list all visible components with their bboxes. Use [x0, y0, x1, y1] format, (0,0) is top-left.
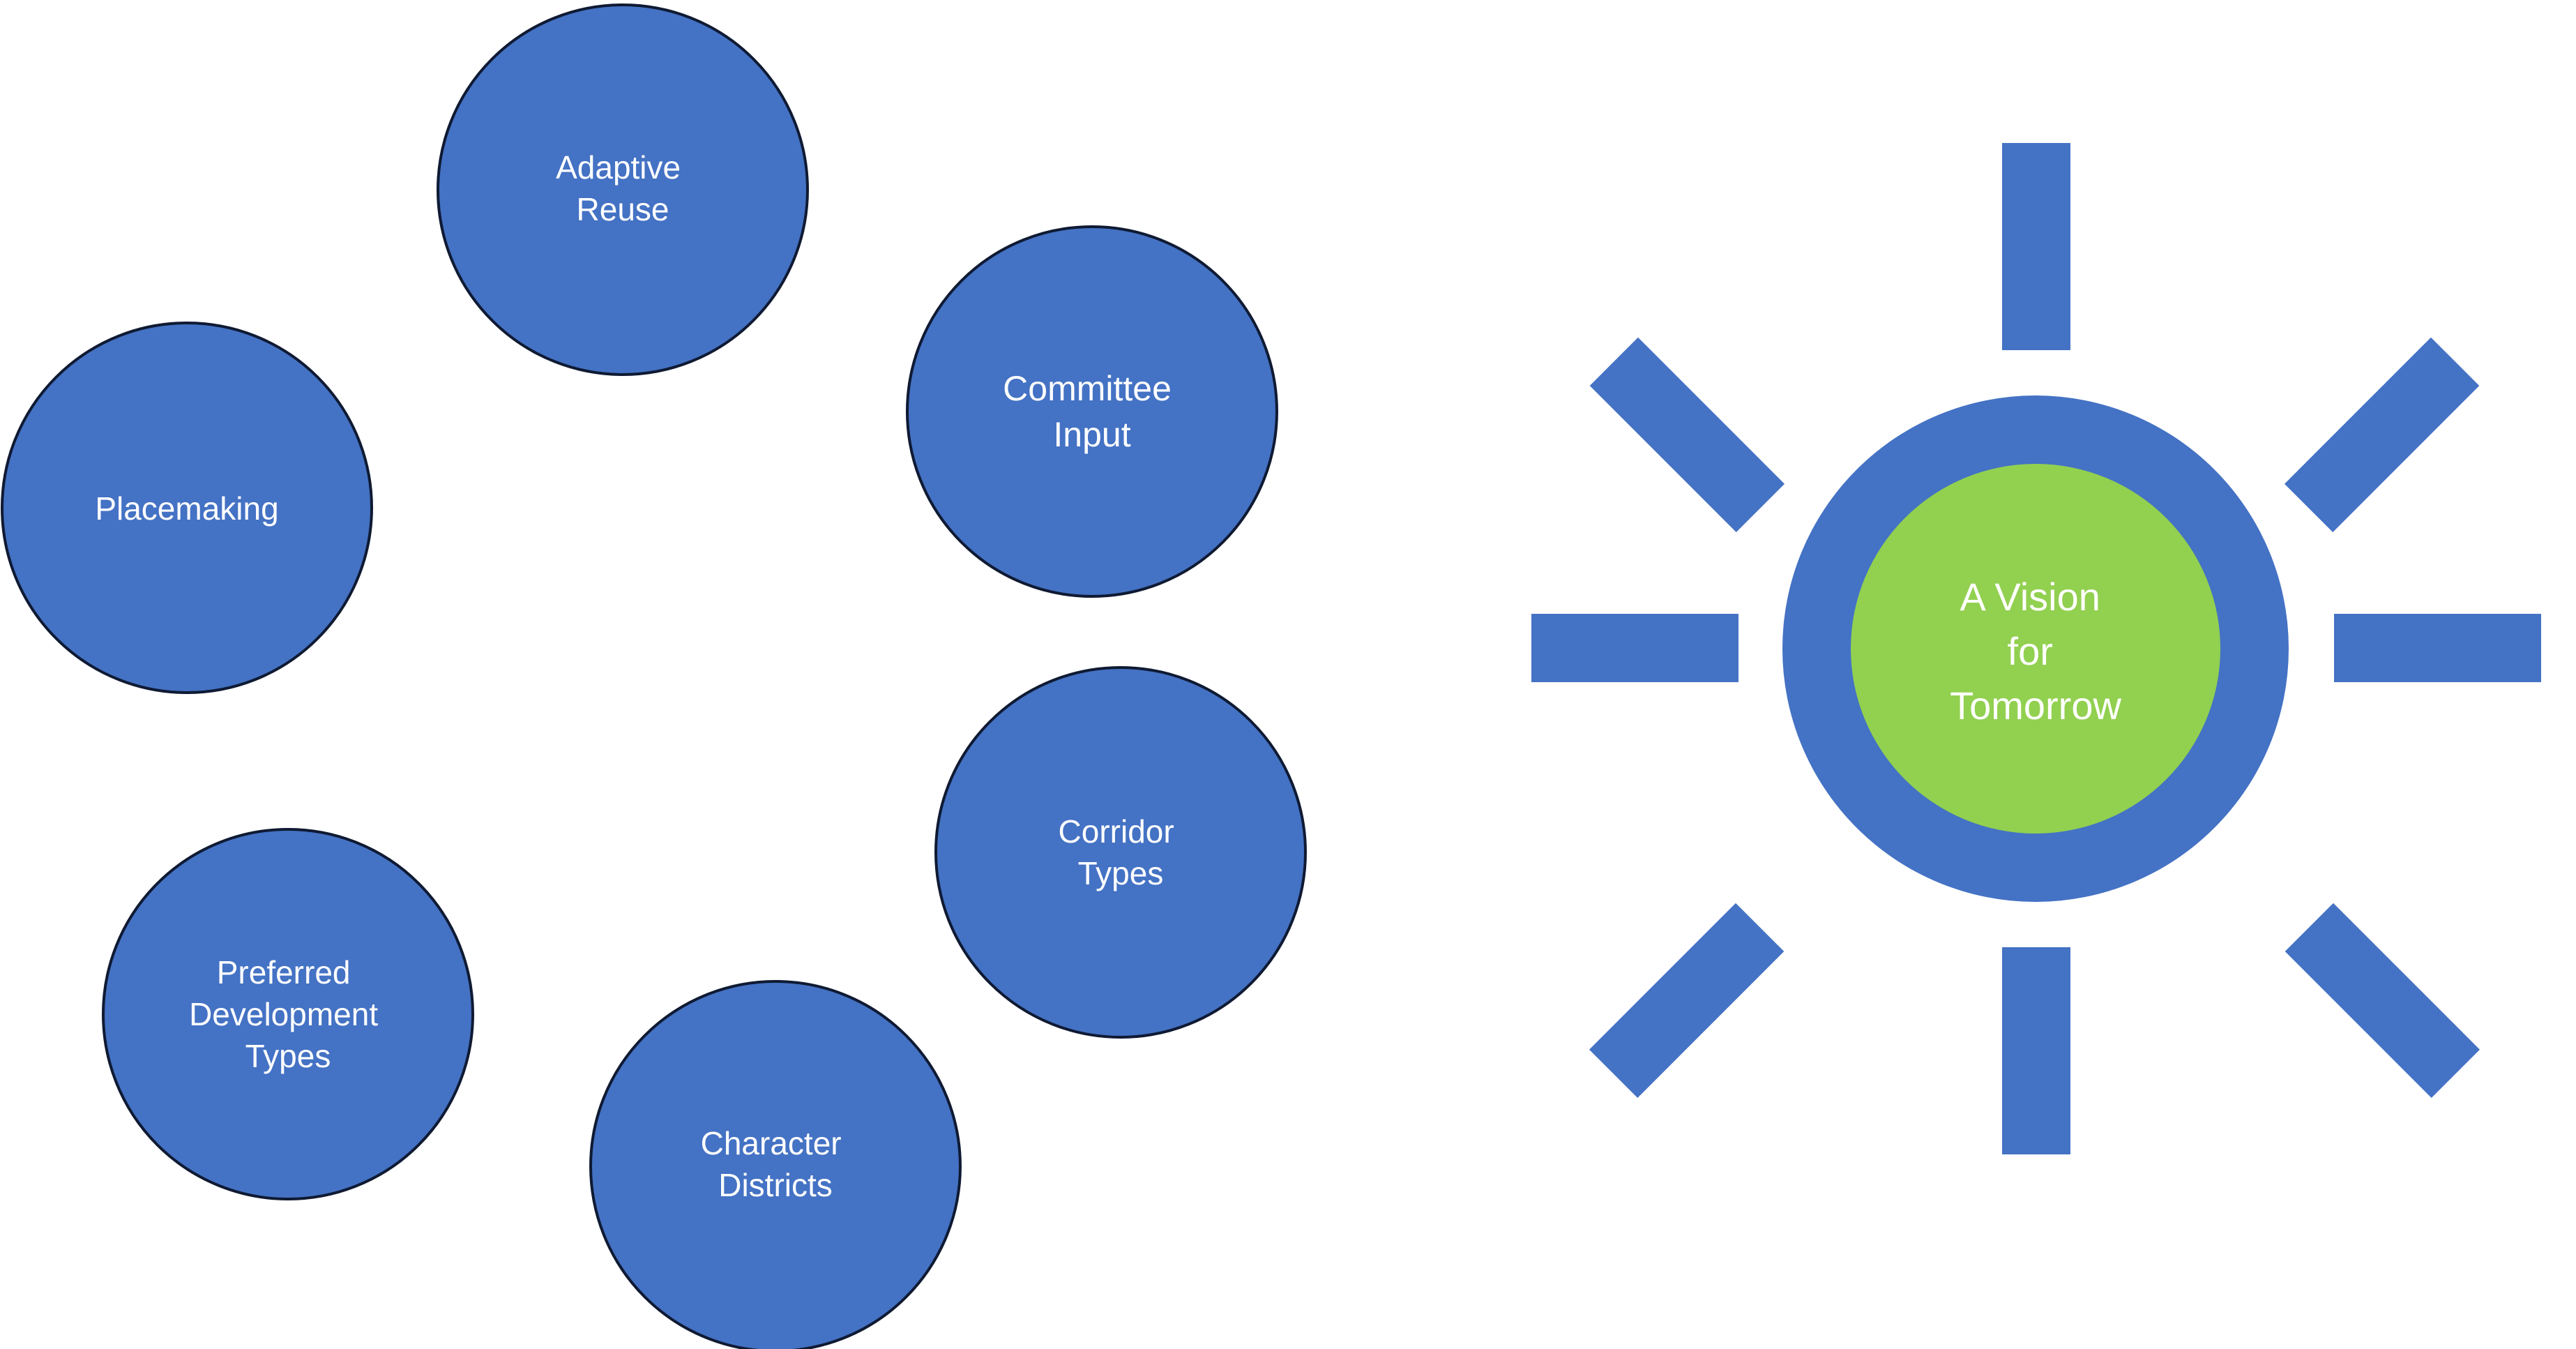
label-line: Input: [1053, 415, 1130, 454]
label-line: A Vision: [1960, 575, 2100, 619]
sun-ray-bottom: [2002, 947, 2070, 1154]
bubble-circle: [102, 828, 474, 1200]
label-line: Types: [245, 1038, 331, 1074]
label-line: Corridor: [1059, 813, 1174, 850]
sun-ray-right: [2334, 614, 2541, 682]
topic-bubble-corridor-types: Corridor Types: [934, 666, 1307, 1039]
sun-ray-top: [2002, 143, 2070, 350]
label-line: Development: [189, 996, 378, 1032]
label-line: Placemaking: [95, 490, 278, 527]
bubble-label: Corridor Types: [1059, 813, 1183, 891]
bubble-circle: [906, 225, 1278, 598]
sun-core: [1851, 464, 2220, 834]
bubble-circle: [1, 322, 373, 694]
label-line: Tomorrow: [1950, 684, 2121, 728]
bubble-circle: [437, 3, 809, 376]
vision-label: A Vision for Tomorrow: [1950, 575, 2121, 728]
topic-bubble-preferred-development-types: Preferred Development Types: [102, 828, 474, 1200]
topic-bubble-character-districts: Character Districts: [589, 980, 962, 1349]
label-line: Adaptive: [556, 149, 681, 186]
bubble-label: Preferred Development Types: [189, 954, 387, 1074]
sun-ray-bottom-right: [2285, 903, 2480, 1099]
label-line: Reuse: [577, 191, 669, 227]
topic-bubble-committee-input: Committee Input: [906, 225, 1278, 598]
bubble-circle: [589, 980, 962, 1349]
bubble-label: Committee Input: [1003, 369, 1181, 454]
bubble-label: Adaptive Reuse: [556, 149, 690, 227]
label-line: Districts: [718, 1167, 833, 1203]
label-line: for: [2008, 629, 2053, 673]
sun-ray-top-right: [2284, 337, 2480, 533]
topic-bubble-adaptive-reuse: Adaptive Reuse: [437, 3, 809, 376]
bubble-circle: [934, 666, 1307, 1039]
topic-bubble-placemaking: Placemaking: [1, 322, 373, 694]
bubble-label: Placemaking: [95, 490, 278, 527]
label-line: Character: [701, 1125, 842, 1161]
label-line: Types: [1078, 855, 1164, 891]
label-line: Committee: [1003, 369, 1172, 408]
sun-ray-top-left: [1589, 337, 1785, 533]
sun-ray-left: [1531, 614, 1738, 682]
sun-ray-bottom-left: [1589, 903, 1785, 1099]
vision-sun: A Vision for Tomorrow: [1531, 143, 2541, 1154]
bubble-label: Character Districts: [701, 1125, 851, 1203]
label-line: Preferred: [217, 954, 351, 990]
